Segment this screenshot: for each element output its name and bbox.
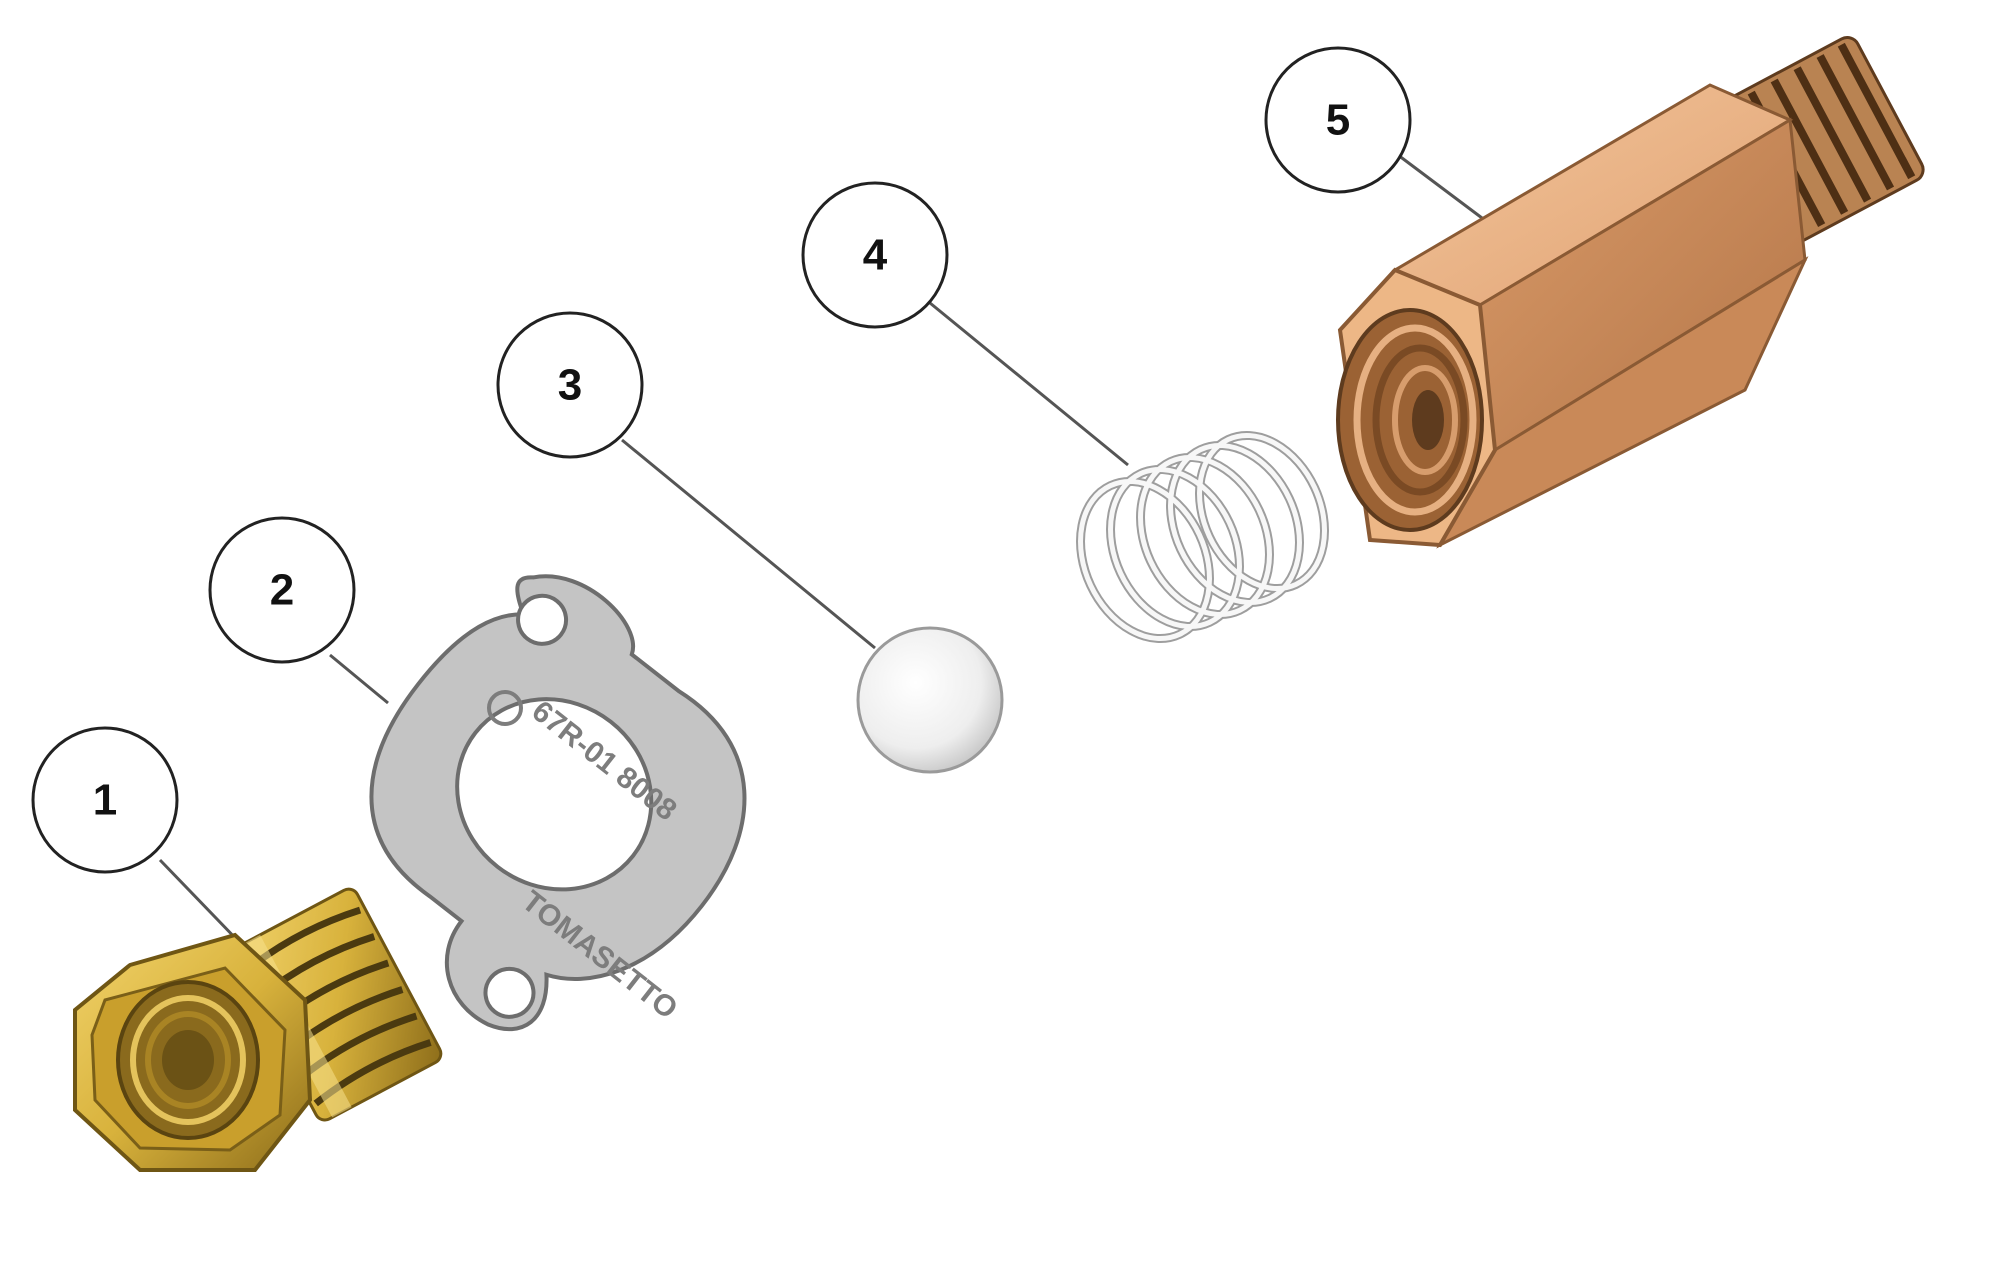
callout-circle <box>208 516 356 664</box>
callout-number: 4 <box>863 231 888 280</box>
callout-circle <box>31 726 179 874</box>
part-3-ball <box>856 626 1004 774</box>
leader-line-5 <box>1397 153 1483 220</box>
callout-4: 4 <box>801 181 949 329</box>
leader-line-4 <box>929 301 1129 467</box>
leader-line-1 <box>158 858 244 947</box>
part-1-brass-bushing <box>73 887 443 1172</box>
callout-number: 5 <box>1326 96 1350 145</box>
callout-number: 3 <box>558 361 582 410</box>
callout-number: 1 <box>93 776 117 825</box>
part-4-spring <box>1076 430 1329 644</box>
gasket-logo-icon <box>487 690 523 726</box>
leader-lines <box>158 153 1483 947</box>
callout-5: 5 <box>1264 46 1412 194</box>
part-5-hex-body <box>1336 36 1925 549</box>
callout-2: 2 <box>208 516 356 664</box>
leader-line-2 <box>329 653 389 705</box>
part-2-gasket <box>369 574 747 1032</box>
callout-circle <box>496 311 644 459</box>
callout-1: 1 <box>31 726 179 874</box>
callout-circle <box>1264 46 1412 194</box>
callout-3: 3 <box>496 311 644 459</box>
callout-number: 2 <box>270 566 294 615</box>
callout-circle <box>801 181 949 329</box>
leader-line-3 <box>621 438 876 650</box>
